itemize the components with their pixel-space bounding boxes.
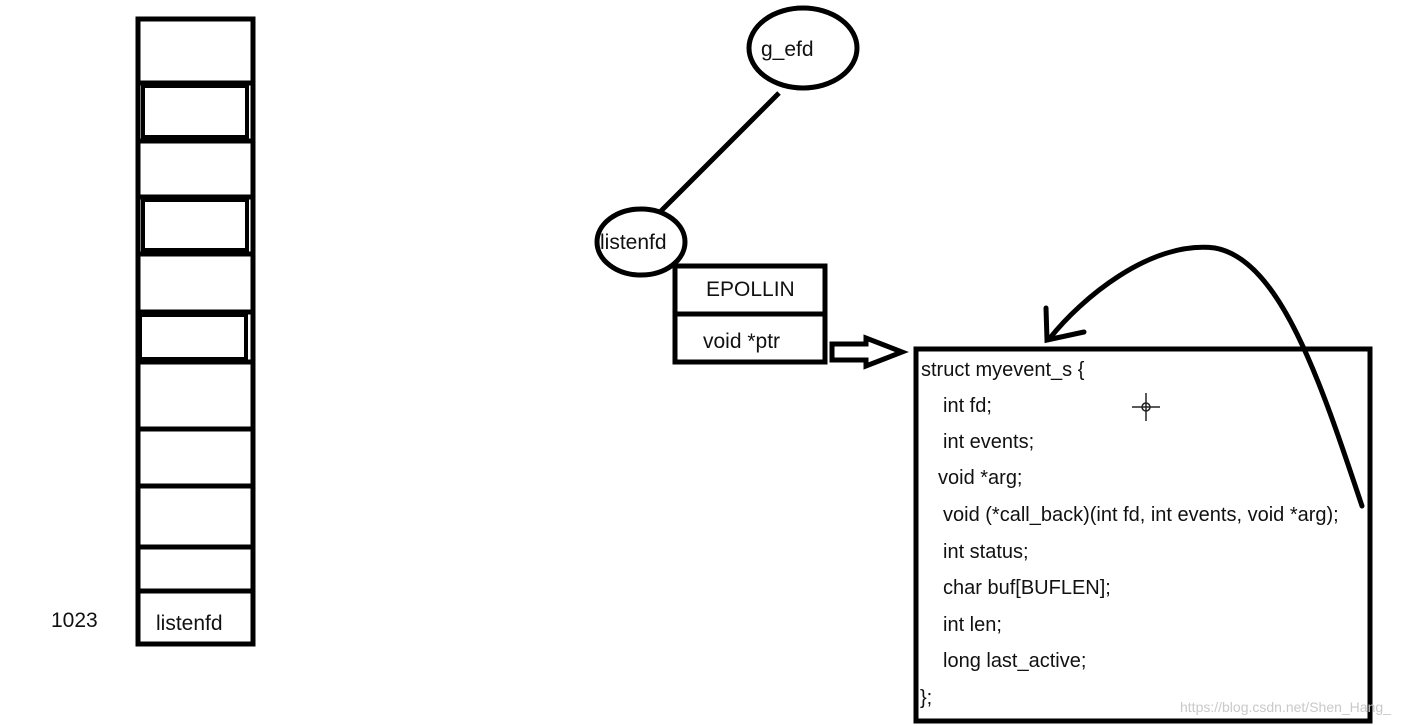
void-ptr-label: void *ptr	[703, 330, 781, 353]
callback-arrow	[1043, 244, 1365, 509]
ptr-arrow-shape	[829, 334, 909, 370]
callback-arrow-head	[1043, 305, 1087, 344]
fd-array-slot	[138, 313, 248, 361]
ptr-arrow	[829, 334, 909, 370]
g-efd-label: g_efd	[761, 38, 814, 61]
struct-line: void *arg;	[938, 467, 1023, 489]
fd-array-outline	[135, 16, 256, 647]
epoll-tree	[594, 5, 860, 278]
struct-line: void (*call_back)(int fd, int events, vo…	[943, 504, 1339, 526]
epoll-event-box	[672, 263, 828, 365]
array-index-label: 1023	[51, 609, 98, 632]
fd-array-slot	[141, 198, 249, 252]
struct-line: int len;	[943, 614, 1002, 636]
struct-box-outline	[913, 346, 1373, 724]
struct-line: long last_active;	[943, 650, 1087, 672]
tree-edge	[658, 91, 781, 214]
listenfd-node-label: listenfd	[600, 231, 667, 254]
struct-line: int events;	[943, 431, 1035, 453]
g-efd-node	[746, 5, 860, 91]
fd-array-slot	[141, 84, 249, 139]
listenfd-node	[594, 206, 688, 278]
fd-array	[135, 16, 256, 647]
cursor-crosshair-icon	[1132, 393, 1160, 421]
struct-line: };	[920, 687, 933, 709]
struct-line: char buf[BUFLEN];	[943, 577, 1111, 599]
watermark: https://blog.csdn.net/Shen_Hang_	[1180, 699, 1391, 715]
callback-arrow-curve	[1047, 244, 1365, 509]
epollin-label: EPOLLIN	[706, 278, 795, 301]
struct-box	[913, 346, 1373, 724]
array-last-cell-label: listenfd	[156, 612, 223, 635]
struct-line: struct myevent_s {	[921, 359, 1085, 381]
struct-line: int status;	[943, 541, 1029, 563]
struct-line: int fd;	[943, 395, 992, 417]
